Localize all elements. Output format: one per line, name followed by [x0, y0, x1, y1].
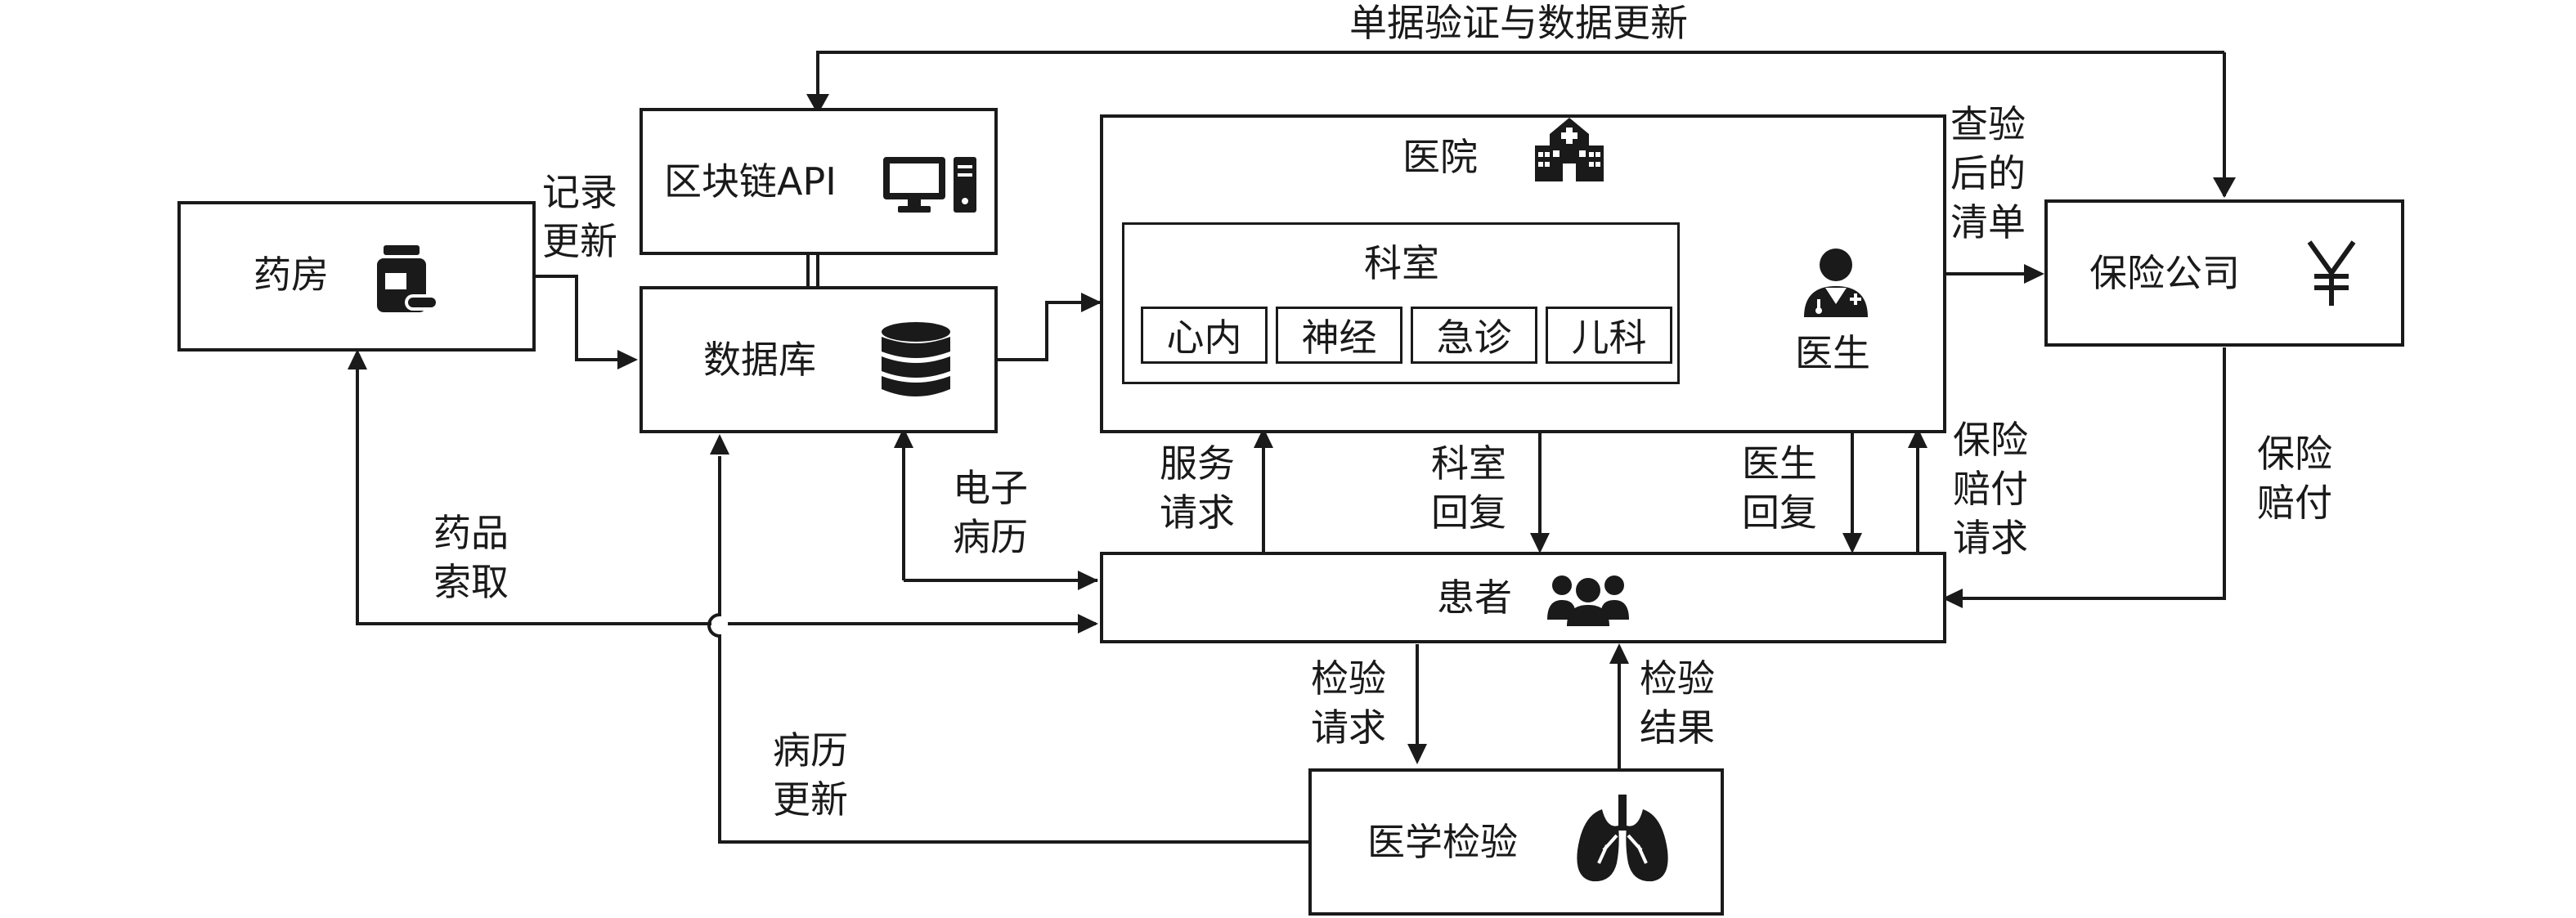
head-hospital-claim [1908, 428, 1928, 448]
insurance-label: 保险公司 [2089, 251, 2240, 295]
head-pharmacy-up [348, 349, 367, 369]
edge-label-verified-list: 查验 后的 清单 [1950, 102, 2026, 244]
pharmacy-label: 药房 [254, 253, 329, 297]
edge-label-insurance-payment: 保险 赔付 [2257, 432, 2332, 525]
head-patient-drug [1078, 614, 1098, 634]
head-patient-result [1609, 643, 1629, 664]
head-insurance-top [2213, 177, 2236, 198]
blockchain-api-label: 区块链API [664, 159, 837, 204]
head-patient-emr [1078, 571, 1098, 590]
head-test-request [1407, 744, 1427, 764]
edge-label-claim-request: 保险 赔付 请求 [1953, 418, 2028, 560]
database-node [640, 286, 998, 433]
database-icon [882, 322, 950, 396]
edge-label-service-request: 服务 请求 [1160, 441, 1235, 535]
head-hospital-service [1254, 428, 1273, 448]
arrow-insurance-to-patient [1946, 347, 2226, 600]
edge-label-test-result: 检验 结果 [1640, 656, 1715, 750]
doctor-icon [1804, 249, 1868, 317]
head-db-left [617, 350, 638, 369]
patient-label: 患者 [1437, 575, 1512, 620]
dept-emergency: 急诊 [1411, 307, 1537, 364]
dept-cardiology: 心内 [1141, 307, 1268, 364]
yen-icon [2307, 240, 2356, 306]
hospital-label: 医院 [1402, 135, 1478, 179]
patient-node [1100, 552, 1946, 643]
database-label: 数据库 [703, 338, 816, 382]
dept-pediatrics: 儿科 [1546, 307, 1672, 364]
edge-label-doctor-reply: 医生 回复 [1742, 441, 1817, 535]
department-label: 科室 [1364, 241, 1439, 285]
patient-group-icon [1547, 575, 1629, 626]
edge-label-record-update2: 病历 更新 [773, 728, 848, 822]
arrow-pharmacy-to-db [532, 275, 634, 361]
pharmacy-node [177, 201, 536, 352]
head-db-emr [894, 428, 913, 448]
head-db-record [710, 434, 729, 455]
lungs-icon [1577, 795, 1668, 882]
head-api [806, 94, 829, 114]
computer-icon [883, 157, 976, 213]
head-patient-dept [1530, 533, 1550, 553]
arrow-verify-to-api [816, 51, 2224, 108]
head-insurance-left [2024, 264, 2044, 284]
medical-test-label: 医学检验 [1367, 820, 1518, 864]
doctor-label: 医生 [1795, 331, 1870, 375]
medicine-bottle-icon [377, 245, 439, 312]
hospital-icon [1535, 118, 1604, 181]
edge-label-test-request: 检验 请求 [1311, 656, 1386, 750]
arrow-to-pharmacy [356, 360, 711, 625]
edge-label-dept-reply: 科室 回复 [1431, 441, 1506, 535]
edge-label-record-update: 记录 更新 [542, 170, 617, 263]
dept-neurology: 神经 [1276, 307, 1402, 364]
edge-label-doc-verify: 单据验证与数据更新 [1349, 1, 1688, 45]
arrow-test-to-db [707, 456, 1308, 844]
arrow-db-to-hospital [994, 301, 1100, 361]
head-hospital-left [1081, 293, 1102, 312]
head-patient-right [1942, 589, 1963, 608]
head-patient-doctor [1842, 533, 1862, 553]
edge-label-drug-retrieval: 药品 索取 [433, 511, 509, 604]
insurance-node [2044, 199, 2404, 347]
edge-label-emr: 电子 病历 [953, 466, 1028, 559]
